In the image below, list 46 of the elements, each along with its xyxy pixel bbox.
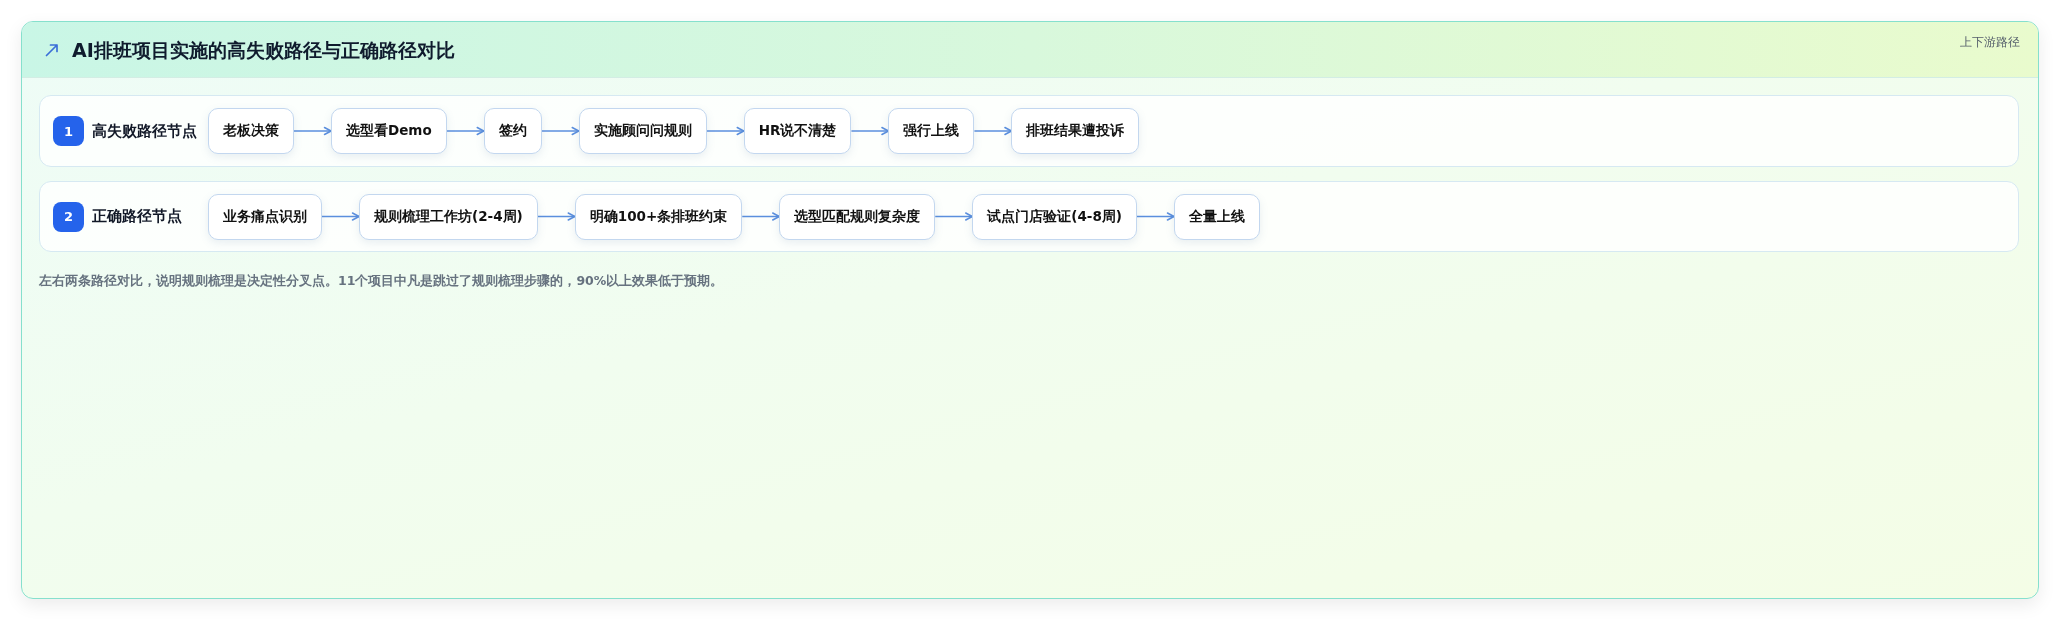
arrow [1136, 212, 1175, 221]
arrow [850, 126, 890, 136]
process-step-box [779, 193, 936, 240]
process-step-box [578, 108, 707, 154]
diagram-title: AI排班项目实施的高失败路径与正确路径对比 [72, 38, 455, 63]
note-text: 左右两条路径对比，说明规则梳理是决定性分叉点。11个项目中凡是跳过了规则梳理步骤的，90%以上效果低于预期。 [39, 272, 724, 290]
process-step-box [972, 193, 1137, 240]
step-label: 选型匹配规则复杂度 [794, 207, 921, 226]
step-label: 选型看Demo [346, 122, 432, 140]
process-step-box [574, 193, 743, 240]
arrow [973, 126, 1013, 136]
step-label: 老板决策 [223, 122, 279, 140]
process-step-box [331, 108, 447, 154]
section-tag: 上下游路径 [1960, 34, 2020, 50]
process-step-box [1173, 193, 1260, 240]
process-step-box [359, 193, 538, 240]
step-number-badge: 2 [53, 201, 84, 232]
arrow [741, 212, 780, 221]
step-label: 业务痛点识别 [223, 207, 307, 226]
step-label: 实施顾问问规则 [593, 122, 692, 140]
step-label: 签约 [498, 122, 527, 140]
arrow [537, 212, 576, 221]
process-step-box [1011, 108, 1140, 154]
arrow [445, 126, 485, 136]
path-row-panel [39, 181, 2019, 252]
step-label: 强行上线 [903, 122, 960, 140]
row-title: 正确路径节点 [92, 207, 183, 226]
process-step-box [483, 108, 542, 154]
arrow [293, 126, 332, 136]
process-step-box [888, 108, 975, 154]
step-label: 排班结果遭投诉 [1026, 122, 1125, 140]
step-number-badge: 1 [53, 116, 84, 146]
step-label: 规则梳理工作坊(2-4周) [374, 207, 523, 226]
arrow [540, 126, 580, 136]
arrow [705, 126, 745, 136]
step-label: 明确100+条排班约束 [589, 207, 728, 226]
process-step-box [208, 193, 322, 240]
process-step-box [743, 108, 852, 154]
process-step-box [208, 108, 294, 154]
arrow [321, 212, 360, 221]
step-label: 全量上线 [1188, 207, 1245, 226]
step-label: 试点门店验证(4-8周) [987, 207, 1122, 226]
step-label: HR说不清楚 [758, 122, 837, 140]
arrow [934, 212, 973, 221]
row-title: 高失败路径节点 [92, 121, 198, 141]
path-row-panel [39, 95, 2019, 167]
